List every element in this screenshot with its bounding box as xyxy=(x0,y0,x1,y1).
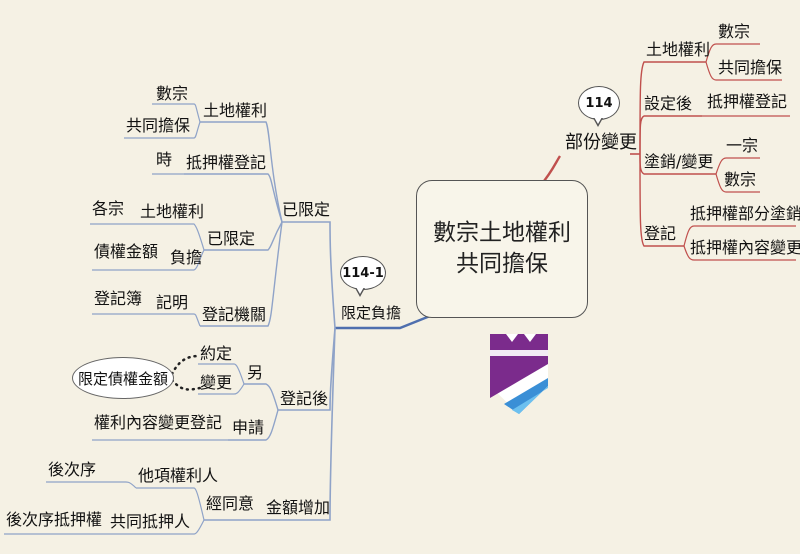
node-mortgage-registration[interactable]: 抵押權登記 xyxy=(186,153,267,172)
node-land-rights[interactable]: 土地權利 xyxy=(203,101,268,120)
node-burden[interactable]: 負擔 xyxy=(170,248,203,267)
node-claim-amount[interactable]: 債權金額 xyxy=(94,242,159,261)
node-partial-change[interactable]: 部份變更 xyxy=(565,132,637,153)
connector-to-amount-increase xyxy=(264,327,336,521)
connector-to-registration xyxy=(639,153,684,247)
connector-to-one-parcel xyxy=(715,157,760,175)
node-one-parcel[interactable]: 一宗 xyxy=(726,136,759,155)
node-register-book[interactable]: 登記簿 xyxy=(94,289,143,308)
node-record[interactable]: 記明 xyxy=(156,293,189,312)
connector-to-joint-guarantee xyxy=(124,121,201,139)
node-land-rights-sub[interactable]: 土地權利 xyxy=(140,202,205,221)
badge-114-1: 114-1 xyxy=(340,256,386,297)
node-right-several-2[interactable]: 數宗 xyxy=(724,170,757,189)
company-logo xyxy=(484,328,554,418)
connector-to-registration-authority xyxy=(200,221,283,327)
connector-to-record xyxy=(154,313,201,327)
connector-to-change xyxy=(198,383,245,395)
node-subsequent-mortgage[interactable]: 後次序抵押權 xyxy=(6,510,103,529)
node-already-limited[interactable]: 已限定 xyxy=(282,200,331,219)
dotted-link-agreement xyxy=(170,354,202,376)
connector-to-already-limited-sub xyxy=(204,221,283,251)
node-other-right-holders[interactable]: 他項權利人 xyxy=(138,466,219,485)
central-topic[interactable]: 數宗土地權利 共同擔保 xyxy=(416,180,588,318)
logo-shield-icon xyxy=(490,334,548,414)
connector-to-after-registration xyxy=(278,327,336,411)
dotted-link-change xyxy=(170,378,202,391)
limited-claim-amount-callout[interactable]: 限定債權金額 xyxy=(72,357,174,399)
node-apply[interactable]: 申請 xyxy=(232,418,265,437)
node-registration[interactable]: 登記 xyxy=(644,224,677,243)
connector-to-other-right-holders xyxy=(136,487,205,521)
connector-to-right-several-2 xyxy=(715,173,760,193)
node-after-setting[interactable]: 設定後 xyxy=(644,94,693,113)
node-right-land-rights[interactable]: 土地權利 xyxy=(646,40,711,59)
connector-to-mortgage-registration xyxy=(184,173,283,223)
connector-to-joint-mortgagor xyxy=(108,519,205,535)
node-after-registration[interactable]: 登記後 xyxy=(280,389,329,408)
connector-to-agreement xyxy=(198,363,245,385)
connector-to-another xyxy=(244,383,279,411)
connector-to-apply xyxy=(228,409,279,441)
connector-to-land-rights-sub xyxy=(138,223,205,251)
central-topic-line1: 數宗土地權利 xyxy=(433,220,571,246)
connector-to-subsequent-order xyxy=(46,481,137,489)
connector-to-content-change xyxy=(683,245,796,261)
node-another[interactable]: 另 xyxy=(247,363,264,382)
connector-to-burden xyxy=(168,249,205,271)
connector-to-after-setting xyxy=(639,115,702,155)
connector-to-partial-cancellation xyxy=(683,225,796,247)
node-with-consent[interactable]: 經同意 xyxy=(206,494,255,513)
connector-to-several-parcels xyxy=(152,103,201,123)
node-agreement[interactable]: 約定 xyxy=(200,344,233,363)
node-limited-burden[interactable]: 限定負擔 xyxy=(341,304,402,322)
node-content-change[interactable]: 抵押權內容變更 xyxy=(690,238,800,257)
node-when[interactable]: 時 xyxy=(156,150,173,169)
node-change[interactable]: 變更 xyxy=(200,373,233,392)
connector-to-land-rights xyxy=(200,121,283,223)
node-joint-guarantee[interactable]: 共同擔保 xyxy=(126,116,191,135)
node-right-several[interactable]: 數宗 xyxy=(718,22,751,41)
node-several-parcels[interactable]: 數宗 xyxy=(156,84,189,103)
node-right-mortgage-registration[interactable]: 抵押權登記 xyxy=(707,92,788,111)
badge-114: 114 xyxy=(578,86,620,127)
node-joint-mortgagor[interactable]: 共同抵押人 xyxy=(110,512,191,531)
node-subsequent-order[interactable]: 後次序 xyxy=(48,460,97,479)
central-topic-line2: 共同擔保 xyxy=(456,251,548,277)
node-amount-increase[interactable]: 金額增加 xyxy=(266,498,331,517)
connector-to-already-limited xyxy=(282,221,336,329)
node-already-limited-sub[interactable]: 已限定 xyxy=(207,229,256,248)
node-cancel-change[interactable]: 塗銷/變更 xyxy=(644,152,714,171)
node-content-change-registration[interactable]: 權利內容變更登記 xyxy=(94,413,223,432)
connector-center-to-limited-burden xyxy=(335,314,431,330)
connector-to-right-joint-guarantee xyxy=(705,61,782,81)
node-right-joint-guarantee[interactable]: 共同擔保 xyxy=(718,58,783,77)
node-partial-cancellation[interactable]: 抵押權部分塗銷 xyxy=(690,204,800,223)
node-each-parcel[interactable]: 各宗 xyxy=(92,199,125,218)
connector-to-right-several xyxy=(705,43,760,63)
node-registration-authority[interactable]: 登記機關 xyxy=(202,305,267,324)
